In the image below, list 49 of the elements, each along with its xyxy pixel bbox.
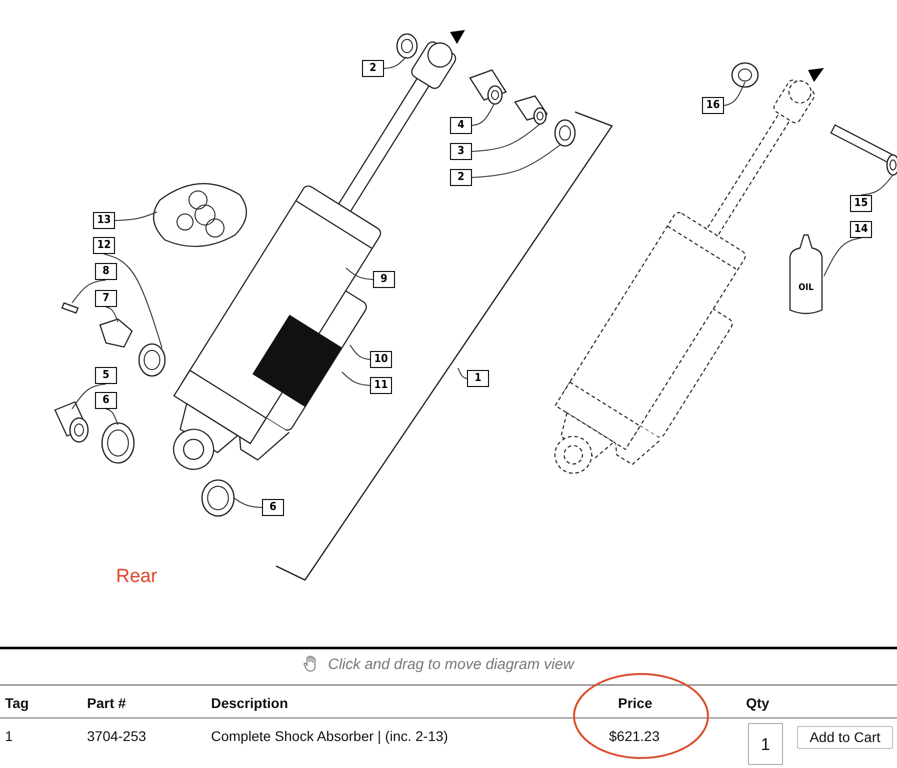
callout-number: 10 [370, 351, 392, 368]
table-cell: 1 [5, 728, 13, 744]
leader-line [72, 280, 106, 304]
leader-line [472, 104, 494, 126]
table-cell: $621.23 [609, 728, 660, 744]
callout-number: 6 [262, 499, 284, 516]
instruction-note: Click and drag to move diagram view [328, 656, 574, 673]
callout-number: 12 [93, 237, 115, 254]
leader-line [106, 306, 118, 322]
leader-line [472, 124, 540, 152]
leader-line [472, 144, 560, 178]
leader-line [860, 174, 894, 196]
leader-line [104, 254, 162, 348]
table-cell: 3704-253 [87, 728, 146, 744]
column-header: Tag [5, 695, 29, 711]
leader-line [72, 384, 106, 410]
column-header: Price [618, 695, 652, 711]
callout-number: 1 [467, 370, 489, 387]
add-to-cart-button: Add to Cart [797, 726, 893, 749]
callout-number: 4 [450, 117, 472, 134]
callout-number: 16 [702, 97, 724, 114]
callout-number: 8 [95, 263, 117, 280]
callout-number: 15 [850, 195, 872, 212]
column-header: Qty [746, 695, 770, 711]
callout-number: 13 [93, 212, 115, 229]
leader-line [106, 408, 118, 426]
leader-line [234, 498, 262, 508]
callout-number: 11 [370, 377, 392, 394]
callout-number: 6 [95, 392, 117, 409]
column-header: Description [211, 695, 288, 711]
leader-line [724, 82, 746, 106]
leader-line [114, 212, 158, 221]
table-cell: Complete Shock Absorber | (inc. 2-13) [211, 728, 448, 744]
callout-number: 7 [95, 290, 117, 307]
leader-line [342, 372, 370, 386]
leader-line [350, 344, 370, 360]
callout-number: 5 [95, 367, 117, 384]
column-header: Part # [87, 695, 126, 711]
leader-line [458, 368, 468, 379]
callout-number: 3 [450, 143, 472, 160]
callout-number: 14 [850, 221, 872, 238]
leader-line [384, 56, 406, 69]
model-label: Rear [116, 566, 158, 588]
quantity-field: 1 [748, 723, 783, 765]
callout-number: 2 [362, 60, 384, 77]
callout-number: 2 [450, 169, 472, 186]
leader-line [346, 268, 374, 280]
leader-line [824, 238, 862, 276]
callout-number: 9 [373, 271, 395, 288]
